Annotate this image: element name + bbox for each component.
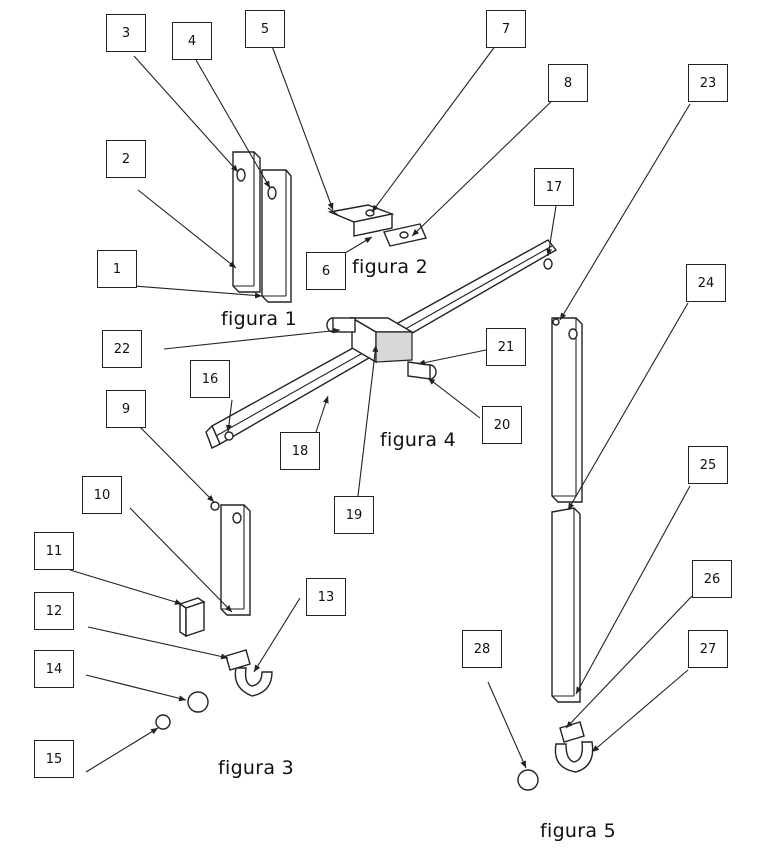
callout-5: 5 [245,10,285,48]
callout-19: 19 [334,496,374,534]
caption-figura-2: figura 2 [352,256,428,278]
callout-13: 13 [306,578,346,616]
callout-28: 28 [462,630,502,668]
callout-17: 17 [534,168,574,206]
fig3-block [180,598,204,636]
caption-figura-4: figura 4 [380,429,456,451]
leader-lines [70,45,692,772]
caption-figura-5: figura 5 [540,820,616,842]
fig2-bracket [328,205,426,246]
callout-22: 22 [102,330,142,368]
callout-20: 20 [482,406,522,444]
callout-15: 15 [34,740,74,778]
fig3-clamp [226,650,272,696]
callout-6: 6 [306,252,346,290]
callout-11: 11 [34,532,74,570]
callout-10: 10 [82,476,122,514]
callout-25: 25 [688,446,728,484]
callout-14: 14 [34,650,74,688]
fig3-large-ball [188,692,208,712]
fig5-lower-post [552,508,580,702]
callout-27: 27 [688,630,728,668]
callout-24: 24 [686,264,726,302]
callout-18: 18 [280,432,320,470]
callout-2: 2 [106,140,146,178]
callout-1: 1 [97,250,137,288]
fig1-right-post [262,170,291,302]
callout-23: 23 [688,64,728,102]
callout-21: 21 [486,328,526,366]
fig1-left-post [233,152,260,292]
fig3-short-post [211,502,250,615]
fig5-ball [518,770,538,790]
callout-7: 7 [486,10,526,48]
callout-26: 26 [692,560,732,598]
caption-figura-1: figura 1 [221,308,297,330]
callout-12: 12 [34,592,74,630]
callout-4: 4 [172,22,212,60]
caption-figura-3: figura 3 [218,757,294,779]
fig5-upper-post [552,318,582,502]
callout-3: 3 [106,14,146,52]
fig3-small-ball [156,715,170,729]
callout-9: 9 [106,390,146,428]
callout-16: 16 [190,360,230,398]
callout-8: 8 [548,64,588,102]
fig5-clamp [555,722,592,772]
